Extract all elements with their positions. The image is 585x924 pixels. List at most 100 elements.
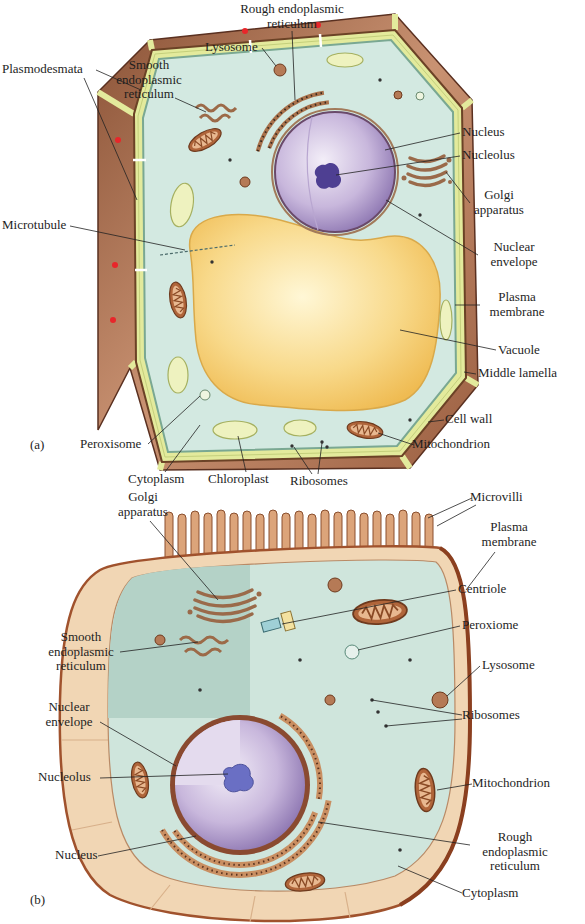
part-label: Nucleus (55, 848, 125, 863)
plasma-membrane (143, 40, 456, 452)
nuclear-envelope (170, 715, 310, 855)
ribosome (408, 418, 411, 421)
part-label: Peroxiome (462, 618, 542, 633)
mitochondrion (414, 768, 437, 813)
golgi-cisterna (195, 598, 255, 606)
part-label: Cytoplasm (128, 472, 208, 487)
golgi-cisterna (408, 164, 446, 170)
part-label: Rough endoplasmic reticulum (232, 2, 352, 31)
golgi (195, 590, 255, 622)
leader-line (100, 722, 176, 766)
golgi-vesicle (257, 592, 262, 597)
wall-dot (242, 28, 248, 34)
part-label: Nucleolus (462, 148, 542, 163)
leader-line (318, 822, 470, 845)
smooth-er-tube (180, 637, 228, 643)
leader-line (358, 626, 460, 650)
part-label: Cytoplasm (462, 886, 542, 901)
lysosome (328, 578, 342, 592)
part-label: Nucleus (462, 125, 532, 140)
band-segment (61, 739, 108, 740)
centriole (261, 618, 281, 632)
leader-line (336, 156, 460, 175)
band-segment (150, 885, 170, 910)
lysosome (394, 91, 402, 99)
microtubule (160, 245, 235, 255)
leader-line (282, 590, 456, 624)
chloroplast (440, 300, 452, 340)
golgi-vesicle (448, 180, 452, 184)
golgi-vesicle (188, 610, 193, 615)
wall-join (462, 100, 472, 108)
smooth-er (196, 105, 236, 121)
wall-dot (112, 262, 118, 268)
leader-line (464, 372, 476, 374)
part-label: Vacuole (498, 343, 568, 358)
golgi-cisterna (198, 614, 252, 622)
leader-line (447, 666, 480, 696)
leader-line (428, 498, 472, 518)
panel-label: (a) (30, 438, 70, 453)
lysosome (325, 695, 335, 705)
mitochondrion (284, 871, 326, 894)
golgi (408, 156, 446, 186)
wall-join (466, 378, 478, 385)
ribosome (290, 444, 293, 447)
band-segment (250, 896, 255, 922)
leader-line (455, 305, 480, 306)
nucleolus (224, 764, 254, 792)
ribosome (376, 710, 380, 714)
mitochondrion (129, 761, 151, 799)
chloroplast (327, 53, 363, 67)
leader-line (148, 396, 200, 444)
part-label: Ribosomes (290, 474, 370, 489)
leader-line (100, 774, 228, 778)
peroxisome (345, 645, 359, 659)
leader-line (386, 200, 478, 255)
leader-line (294, 447, 312, 474)
ribosome (228, 158, 231, 161)
cut-face (108, 565, 250, 718)
part-label: Plasma membrane (472, 520, 546, 549)
part-label: Middle lamella (478, 366, 578, 381)
leader-line (238, 436, 246, 472)
part-label: Ribosomes (462, 708, 552, 723)
leader-line (437, 505, 476, 526)
chloroplast (167, 181, 196, 228)
lysosome (240, 177, 250, 187)
microvillus (165, 512, 173, 562)
nucleolus (315, 163, 341, 189)
leader-line (428, 420, 444, 422)
band-segment (345, 892, 350, 918)
plasmodesma (133, 159, 146, 162)
chloroplasts (167, 53, 452, 439)
golgi-cisterna (195, 606, 255, 614)
leader-line (400, 330, 496, 350)
golgi-cisterna (198, 590, 252, 598)
part-label: Mitochondrion (412, 437, 512, 452)
plasma-membrane (400, 548, 470, 905)
chloroplast (168, 357, 188, 393)
leader-line (292, 31, 295, 100)
centriole (281, 611, 295, 631)
leader-line (262, 48, 276, 66)
part-label: Mitochondrion (472, 776, 572, 791)
golgi-cisterna (410, 180, 444, 186)
part-label: Smooth endoplasmic reticulum (40, 630, 122, 674)
nucleus (275, 112, 395, 232)
mitochondrion (167, 281, 189, 319)
peroxisome (200, 390, 210, 400)
ribosome (398, 848, 402, 852)
ribosome (210, 260, 213, 263)
neighbour-wall (98, 14, 478, 470)
leader-line (318, 443, 322, 474)
smooth-er-tube (200, 115, 230, 121)
leader-line (150, 521, 218, 600)
vacuole (190, 215, 441, 411)
mitochondrion (185, 124, 224, 156)
plasmodesma (135, 269, 147, 272)
lysosome (155, 635, 165, 645)
chloroplast (213, 421, 257, 439)
leader-line (120, 642, 198, 652)
